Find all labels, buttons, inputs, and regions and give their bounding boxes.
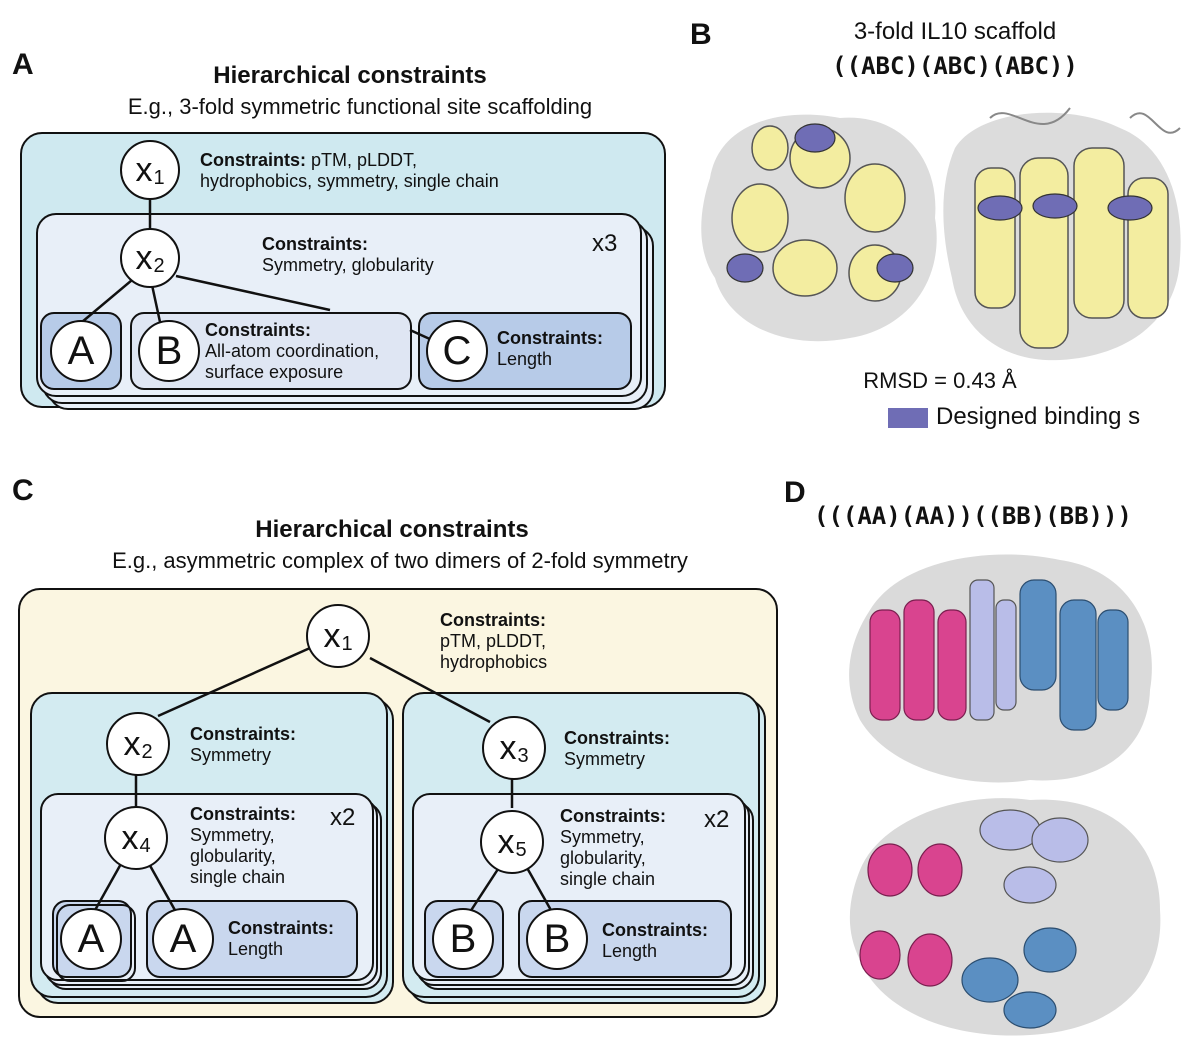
x2-constraints-title: Constraints: — [262, 234, 369, 254]
c-x4-constraints-l3: single chain — [190, 867, 286, 887]
panel-d-notation: (((AA)(AA))((BB)(BB))) — [814, 502, 1132, 530]
node-x1-sub: 1 — [153, 166, 165, 189]
leaf-c-label: C — [442, 328, 472, 373]
c-x2-sub: 2 — [141, 740, 153, 763]
c-x3-label: x — [499, 728, 517, 767]
c-leaf-a1-label: A — [77, 916, 105, 961]
c-x5-label: x — [497, 822, 515, 861]
panel-c-x5-multiplier: x2 — [704, 806, 730, 833]
c-b2-constraints-l1: Length — [602, 941, 658, 961]
c-a2-constraints-title: Constraints: — [228, 918, 335, 938]
c-x2-constraints-title: Constraints: — [190, 724, 297, 744]
b-constraints-l1: All-atom coordination, — [205, 341, 380, 361]
node-x2-label: x — [135, 238, 153, 277]
panel-d-structures — [849, 554, 1161, 1036]
c-x2-constraints-l1: Symmetry — [190, 745, 271, 765]
c-x4-sub: 4 — [139, 834, 151, 857]
panel-c-node-b1: B — [432, 908, 494, 970]
c-leaf-b1-label: B — [449, 916, 477, 961]
panel-a-c-constraints: Constraints: Length — [497, 328, 603, 370]
panel-a-letter: A — [12, 48, 34, 81]
c-leaf-b2-label: B — [543, 916, 571, 961]
c-b2-constraints-title: Constraints: — [602, 920, 709, 940]
panel-a-multiplier: x3 — [592, 230, 618, 257]
panel-b-legend-label: Designed binding s — [936, 403, 1141, 430]
panel-c-subtitle: E.g., asymmetric complex of two dimers o… — [112, 548, 688, 573]
c-x5-constraints-l3: single chain — [560, 869, 656, 889]
panel-c-x1-constraints: Constraints: pTM, pLDDT, hydrophobics — [440, 610, 547, 673]
node-x2-sub: 2 — [153, 254, 165, 277]
panel-b-notation: ((ABC)(ABC)(ABC)) — [832, 52, 1078, 80]
c-constraints-l1: Length — [497, 349, 553, 369]
panel-c-x2-constraints: Constraints: Symmetry — [190, 724, 296, 766]
panel-c-a2-constraints: Constraints: Length — [228, 918, 334, 960]
c-constraints-title: Constraints: — [497, 328, 604, 348]
c-x5-constraints-l2: globularity, — [560, 848, 646, 868]
b-constraints-title: Constraints: — [205, 320, 312, 340]
c-x5-sub: 5 — [515, 838, 527, 861]
panel-b-rmsd: RMSD = 0.43 Å — [863, 368, 1017, 393]
x1-constraints-l2: hydrophobics, symmetry, single chain — [200, 171, 499, 191]
c-x4-constraints-l1: Symmetry, — [190, 825, 275, 845]
panel-c-x4-multiplier: x2 — [330, 804, 356, 831]
x1-constraints-title: Constraints: — [200, 150, 307, 170]
c-x4-constraints-l2: globularity, — [190, 846, 276, 866]
c-x4-constraints-title: Constraints: — [190, 804, 297, 824]
panel-c-x4-constraints: Constraints: Symmetry, globularity, sing… — [190, 804, 296, 888]
panel-b-legend-swatch — [888, 408, 928, 428]
panel-a-node-c: C — [426, 320, 488, 382]
panel-c-node-b2: B — [526, 908, 588, 970]
panel-c-letter: C — [12, 474, 34, 507]
c-x1-constraints-title: Constraints: — [440, 610, 547, 630]
panel-c-b2-constraints: Constraints: Length — [602, 920, 708, 962]
panel-d-letter: D — [784, 476, 806, 509]
panel-a-node-a: A — [50, 320, 112, 382]
c-a2-constraints-l1: Length — [228, 939, 284, 959]
c-x1-label: x — [323, 616, 341, 655]
panel-a-x1-constraints: Constraints: pTM, pLDDT, hydrophobics, s… — [200, 150, 499, 192]
panel-a-x2-constraints: Constraints: Symmetry, globularity — [262, 234, 434, 276]
node-x1-label: x — [135, 150, 153, 189]
c-x3-sub: 3 — [517, 744, 529, 767]
c-x3-constraints-l1: Symmetry — [564, 749, 645, 769]
c-x1-sub: 1 — [341, 632, 353, 655]
leaf-b-label: B — [155, 328, 183, 373]
c-x2-label: x — [123, 724, 141, 763]
panel-a-title: Hierarchical constraints — [213, 62, 487, 89]
leaf-a-label: A — [67, 328, 95, 373]
b-constraints-l2: surface exposure — [205, 362, 344, 382]
panel-b-structures — [701, 107, 1181, 361]
panel-c-x5-constraints: Constraints: Symmetry, globularity, sing… — [560, 806, 666, 890]
panel-b-letter: B — [690, 18, 712, 51]
panel-c-node-a2: A — [152, 908, 214, 970]
c-leaf-a2-label: A — [169, 916, 197, 961]
panel-a-node-b: B — [138, 320, 200, 382]
panel-b-title: 3-fold IL10 scaffold — [853, 18, 1057, 45]
c-x4-label: x — [121, 818, 139, 857]
x2-constraints-l1: Symmetry, globularity — [262, 255, 434, 275]
panel-a-subtitle: E.g., 3-fold symmetric functional site s… — [127, 94, 593, 119]
panel-c-x3-constraints: Constraints: Symmetry — [564, 728, 670, 770]
c-x5-constraints-l1: Symmetry, — [560, 827, 645, 847]
panel-c-node-a1: A — [60, 908, 122, 970]
c-x5-constraints-title: Constraints: — [560, 806, 667, 826]
c-x1-constraints-l1: pTM, pLDDT, — [440, 631, 547, 651]
c-x1-constraints-l2: hydrophobics — [440, 652, 548, 672]
x1-constraints-l1: pTM, pLDDT, — [311, 150, 418, 170]
panel-c-title: Hierarchical constraints — [255, 516, 529, 543]
c-x3-constraints-title: Constraints: — [564, 728, 671, 748]
panel-a-b-constraints: Constraints: All-atom coordination, surf… — [205, 320, 379, 383]
